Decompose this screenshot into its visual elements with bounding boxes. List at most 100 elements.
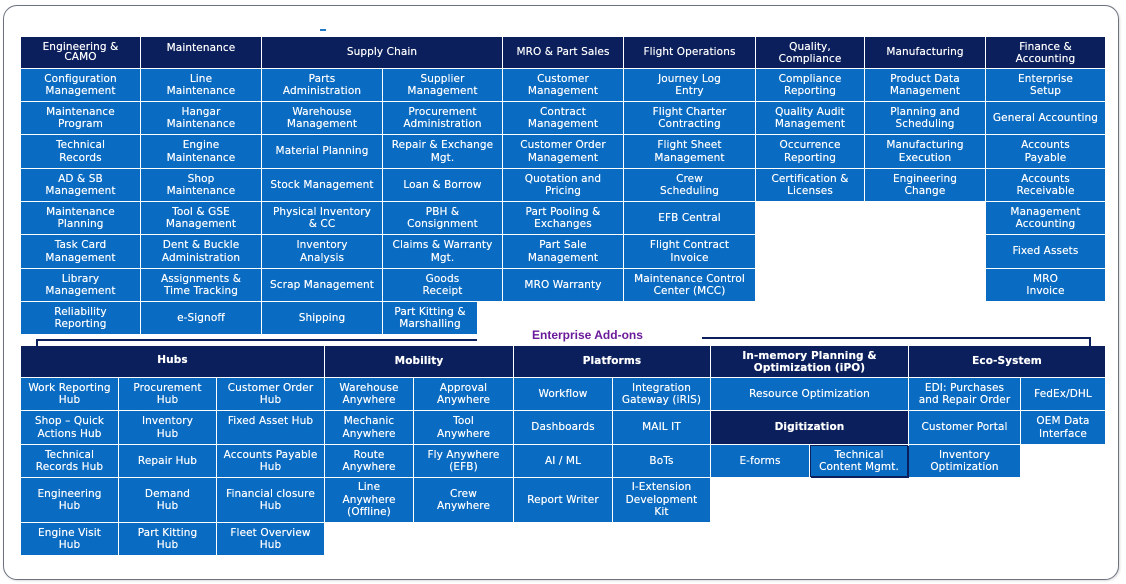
module-dent-buckle-administration[interactable]: Dent & Buckle Administration [141,235,261,268]
addon-mechanic-anywhere[interactable]: Mechanic Anywhere [325,411,413,444]
addon-report-writer[interactable]: Report Writer [514,478,612,522]
module-configuration-management[interactable]: Configuration Management [21,69,140,101]
module-compliance-reporting[interactable]: Compliance Reporting [756,69,864,101]
module-supplier-management[interactable]: Supplier Management [383,69,502,101]
module-physical-inventory-cc[interactable]: Physical Inventory & CC [262,202,382,234]
module-crew-scheduling[interactable]: Crew Scheduling [624,169,755,201]
module-manufacturing-execution[interactable]: Manufacturing Execution [865,135,985,168]
addon-demand-hub[interactable]: Demand Hub [119,478,216,522]
addon-fixed-asset-hub[interactable]: Fixed Asset Hub [217,411,324,444]
addon-bots[interactable]: BoTs [613,445,710,477]
module-task-card-management[interactable]: Task Card Management [21,235,140,268]
module-engine-maintenance[interactable]: Engine Maintenance [141,135,261,168]
module-loan-borrow[interactable]: Loan & Borrow [383,169,502,201]
module-contract-management[interactable]: Contract Management [503,102,623,134]
module-flight-contract-invoice[interactable]: Flight Contract Invoice [624,235,755,268]
addon-edi-purchases-repair-order[interactable]: EDI: Purchases and Repair Order [909,378,1020,410]
addon-i-extension-development-kit[interactable]: I-Extension Development Kit [613,478,710,522]
module-e-signoff[interactable]: e-Signoff [141,302,261,334]
module-warehouse-management[interactable]: Warehouse Management [262,102,382,134]
addon-workflow[interactable]: Workflow [514,378,612,410]
module-material-planning[interactable]: Material Planning [262,135,382,168]
addon-mail-it[interactable]: MAIL IT [613,411,710,444]
module-assignments-time-tracking[interactable]: Assignments & Time Tracking [141,269,261,301]
addon-e-forms[interactable]: E-forms [711,445,809,477]
addon-oem-data-interface[interactable]: OEM Data Interface [1021,411,1105,444]
module-journey-log-entry[interactable]: Journey Log Entry [624,69,755,101]
addon-work-reporting-hub[interactable]: Work Reporting Hub [21,378,118,410]
module-shipping[interactable]: Shipping [262,302,382,334]
addon-engine-visit-hub[interactable]: Engine Visit Hub [21,523,118,555]
module-quality-audit-management[interactable]: Quality Audit Management [756,102,864,134]
addon-technical-records-hub[interactable]: Technical Records Hub [21,445,118,477]
module-procurement-administration[interactable]: Procurement Administration [383,102,502,134]
module-flight-charter-contracting[interactable]: Flight Charter Contracting [624,102,755,134]
module-mro-warranty[interactable]: MRO Warranty [503,269,623,301]
module-ad-sb-management[interactable]: AD & SB Management [21,169,140,201]
addon-inventory-optimization[interactable]: Inventory Optimization [909,445,1020,477]
module-maintenance-planning[interactable]: Maintenance Planning [21,202,140,234]
module-shop-maintenance[interactable]: Shop Maintenance [141,169,261,201]
module-part-pooling-exchanges[interactable]: Part Pooling & Exchanges [503,202,623,234]
addon-part-kitting-hub[interactable]: Part Kitting Hub [119,523,216,555]
module-pbh-consignment[interactable]: PBH & Consignment [383,202,502,234]
addon-crew-anywhere[interactable]: Crew Anywhere [414,478,513,522]
module-scrap-management[interactable]: Scrap Management [262,269,382,301]
module-maintenance-program[interactable]: Maintenance Program [21,102,140,134]
module-library-management[interactable]: Library Management [21,269,140,301]
addon-customer-order-hub[interactable]: Customer Order Hub [217,378,324,410]
module-stock-management[interactable]: Stock Management [262,169,382,201]
module-claims-warranty-mgt[interactable]: Claims & Warranty Mgt. [383,235,502,268]
addon-technical-content-mgmt[interactable]: Technical Content Mgmt. [810,445,908,477]
addon-approval-anywhere[interactable]: Approval Anywhere [414,378,513,410]
module-certification-licenses[interactable]: Certification & Licenses [756,169,864,201]
module-part-kitting-marshalling[interactable]: Part Kitting & Marshalling [383,302,477,334]
module-maintenance-control-center[interactable]: Maintenance Control Center (MCC) [624,269,755,301]
module-enterprise-setup[interactable]: Enterprise Setup [986,69,1105,101]
module-customer-management[interactable]: Customer Management [503,69,623,101]
module-accounts-receivable[interactable]: Accounts Receivable [986,169,1105,201]
addon-accounts-payable-hub[interactable]: Accounts Payable Hub [217,445,324,477]
module-efb-central[interactable]: EFB Central [624,202,755,234]
module-customer-order-management[interactable]: Customer Order Management [503,135,623,168]
module-quotation-pricing[interactable]: Quotation and Pricing [503,169,623,201]
module-line-maintenance[interactable]: Line Maintenance [141,69,261,101]
addon-resource-optimization[interactable]: Resource Optimization [711,378,908,410]
module-repair-exchange-mgt[interactable]: Repair & Exchange Mgt. [383,135,502,168]
addon-fedex-dhl[interactable]: FedEx/DHL [1021,378,1105,410]
module-management-accounting[interactable]: Management Accounting [986,202,1105,234]
addon-route-anywhere[interactable]: Route Anywhere [325,445,413,477]
addon-customer-portal[interactable]: Customer Portal [909,411,1020,444]
module-occurrence-reporting[interactable]: Occurrence Reporting [756,135,864,168]
module-hangar-maintenance[interactable]: Hangar Maintenance [141,102,261,134]
addon-inventory-hub[interactable]: Inventory Hub [119,411,216,444]
addon-fly-anywhere-efb[interactable]: Fly Anywhere (EFB) [414,445,513,477]
module-goods-receipt[interactable]: Goods Receipt [383,269,502,301]
addon-repair-hub[interactable]: Repair Hub [119,445,216,477]
module-technical-records[interactable]: Technical Records [21,135,140,168]
module-engineering-change[interactable]: Engineering Change [865,169,985,201]
addon-warehouse-anywhere[interactable]: Warehouse Anywhere [325,378,413,410]
addon-procurement-hub[interactable]: Procurement Hub [119,378,216,410]
module-inventory-analysis[interactable]: Inventory Analysis [262,235,382,268]
module-reliability-reporting[interactable]: Reliability Reporting [21,302,140,334]
module-general-accounting[interactable]: General Accounting [986,102,1105,134]
addon-line-anywhere-offline[interactable]: Line Anywhere (Offline) [325,478,413,522]
module-fixed-assets[interactable]: Fixed Assets [986,235,1105,268]
module-tool-gse-management[interactable]: Tool & GSE Management [141,202,261,234]
module-mro-invoice[interactable]: MRO Invoice [986,269,1105,301]
addon-fleet-overview-hub[interactable]: Fleet Overview Hub [217,523,324,555]
addon-tool-anywhere[interactable]: Tool Anywhere [414,411,513,444]
module-flight-sheet-management[interactable]: Flight Sheet Management [624,135,755,168]
addon-ai-ml[interactable]: AI / ML [514,445,612,477]
module-planning-scheduling[interactable]: Planning and Scheduling [865,102,985,134]
module-product-data-management[interactable]: Product Data Management [865,69,985,101]
addon-integration-gateway-iris[interactable]: Integration Gateway (iRIS) [613,378,710,410]
addon-financial-closure-hub[interactable]: Financial closure Hub [217,478,324,522]
module-accounts-payable[interactable]: Accounts Payable [986,135,1105,168]
addon-shop-quick-actions-hub[interactable]: Shop – Quick Actions Hub [21,411,118,444]
module-parts-administration[interactable]: Parts Administration [262,69,382,101]
module-part-sale-management[interactable]: Part Sale Management [503,235,623,268]
addon-dashboards[interactable]: Dashboards [514,411,612,444]
addon-engineering-hub[interactable]: Engineering Hub [21,478,118,522]
